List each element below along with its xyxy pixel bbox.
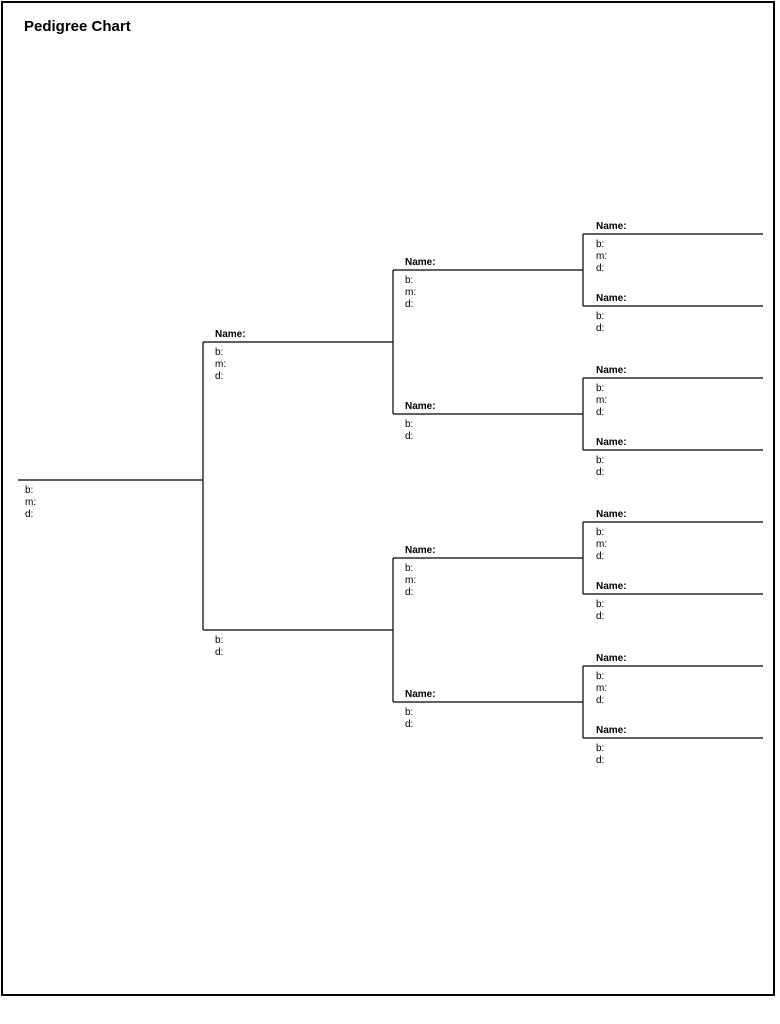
person-4-name-label: Name: [405,257,436,268]
person-14-died-label: d: [596,695,605,706]
person-14-married-label: m: [596,683,608,694]
person-10-died-label: d: [596,407,605,418]
person-13-died-label: d: [596,611,605,622]
person-10-born-label: b: [596,383,605,394]
person-3-died-label: d: [215,647,224,658]
person-12-married-label: m: [596,539,608,550]
person-15-died-label: d: [596,755,605,766]
person-1-married-label: m: [25,497,37,508]
person-15-name-label: Name: [596,725,627,736]
person-14-name-label: Name: [596,653,627,664]
page-border [1,1,775,996]
person-1-died-label: d: [25,509,34,520]
person-6-married-label: m: [405,575,417,586]
person-10-name-label: Name: [596,365,627,376]
person-11-died-label: d: [596,467,605,478]
person-7-born-label: b: [405,707,414,718]
person-5-died-label: d: [405,431,414,442]
person-8-name-label: Name: [596,221,627,232]
person-4-died-label: d: [405,299,414,310]
person-1-born-label: b: [25,485,34,496]
person-13-name-label: Name: [596,581,627,592]
person-8-married-label: m: [596,251,608,262]
person-6-born-label: b: [405,563,414,574]
person-6-name-label: Name: [405,545,436,556]
person-13-born-label: b: [596,599,605,610]
person-12-born-label: b: [596,527,605,538]
person-8-born-label: b: [596,239,605,250]
page-title: Pedigree Chart [24,18,131,35]
person-2-born-label: b: [215,347,224,358]
person-8-died-label: d: [596,263,605,274]
person-2-married-label: m: [215,359,227,370]
person-7-died-label: d: [405,719,414,730]
person-2-died-label: d: [215,371,224,382]
person-7-name-label: Name: [405,689,436,700]
person-9-name-label: Name: [596,293,627,304]
person-4-born-label: b: [405,275,414,286]
person-2-name-label: Name: [215,329,246,340]
person-3-born-label: b: [215,635,224,646]
person-4-married-label: m: [405,287,417,298]
person-5-born-label: b: [405,419,414,430]
person-12-died-label: d: [596,551,605,562]
person-6-died-label: d: [405,587,414,598]
person-10-married-label: m: [596,395,608,406]
person-11-born-label: b: [596,455,605,466]
person-15-born-label: b: [596,743,605,754]
person-12-name-label: Name: [596,509,627,520]
person-11-name-label: Name: [596,437,627,448]
person-14-born-label: b: [596,671,605,682]
person-9-born-label: b: [596,311,605,322]
person-9-died-label: d: [596,323,605,334]
person-5-name-label: Name: [405,401,436,412]
